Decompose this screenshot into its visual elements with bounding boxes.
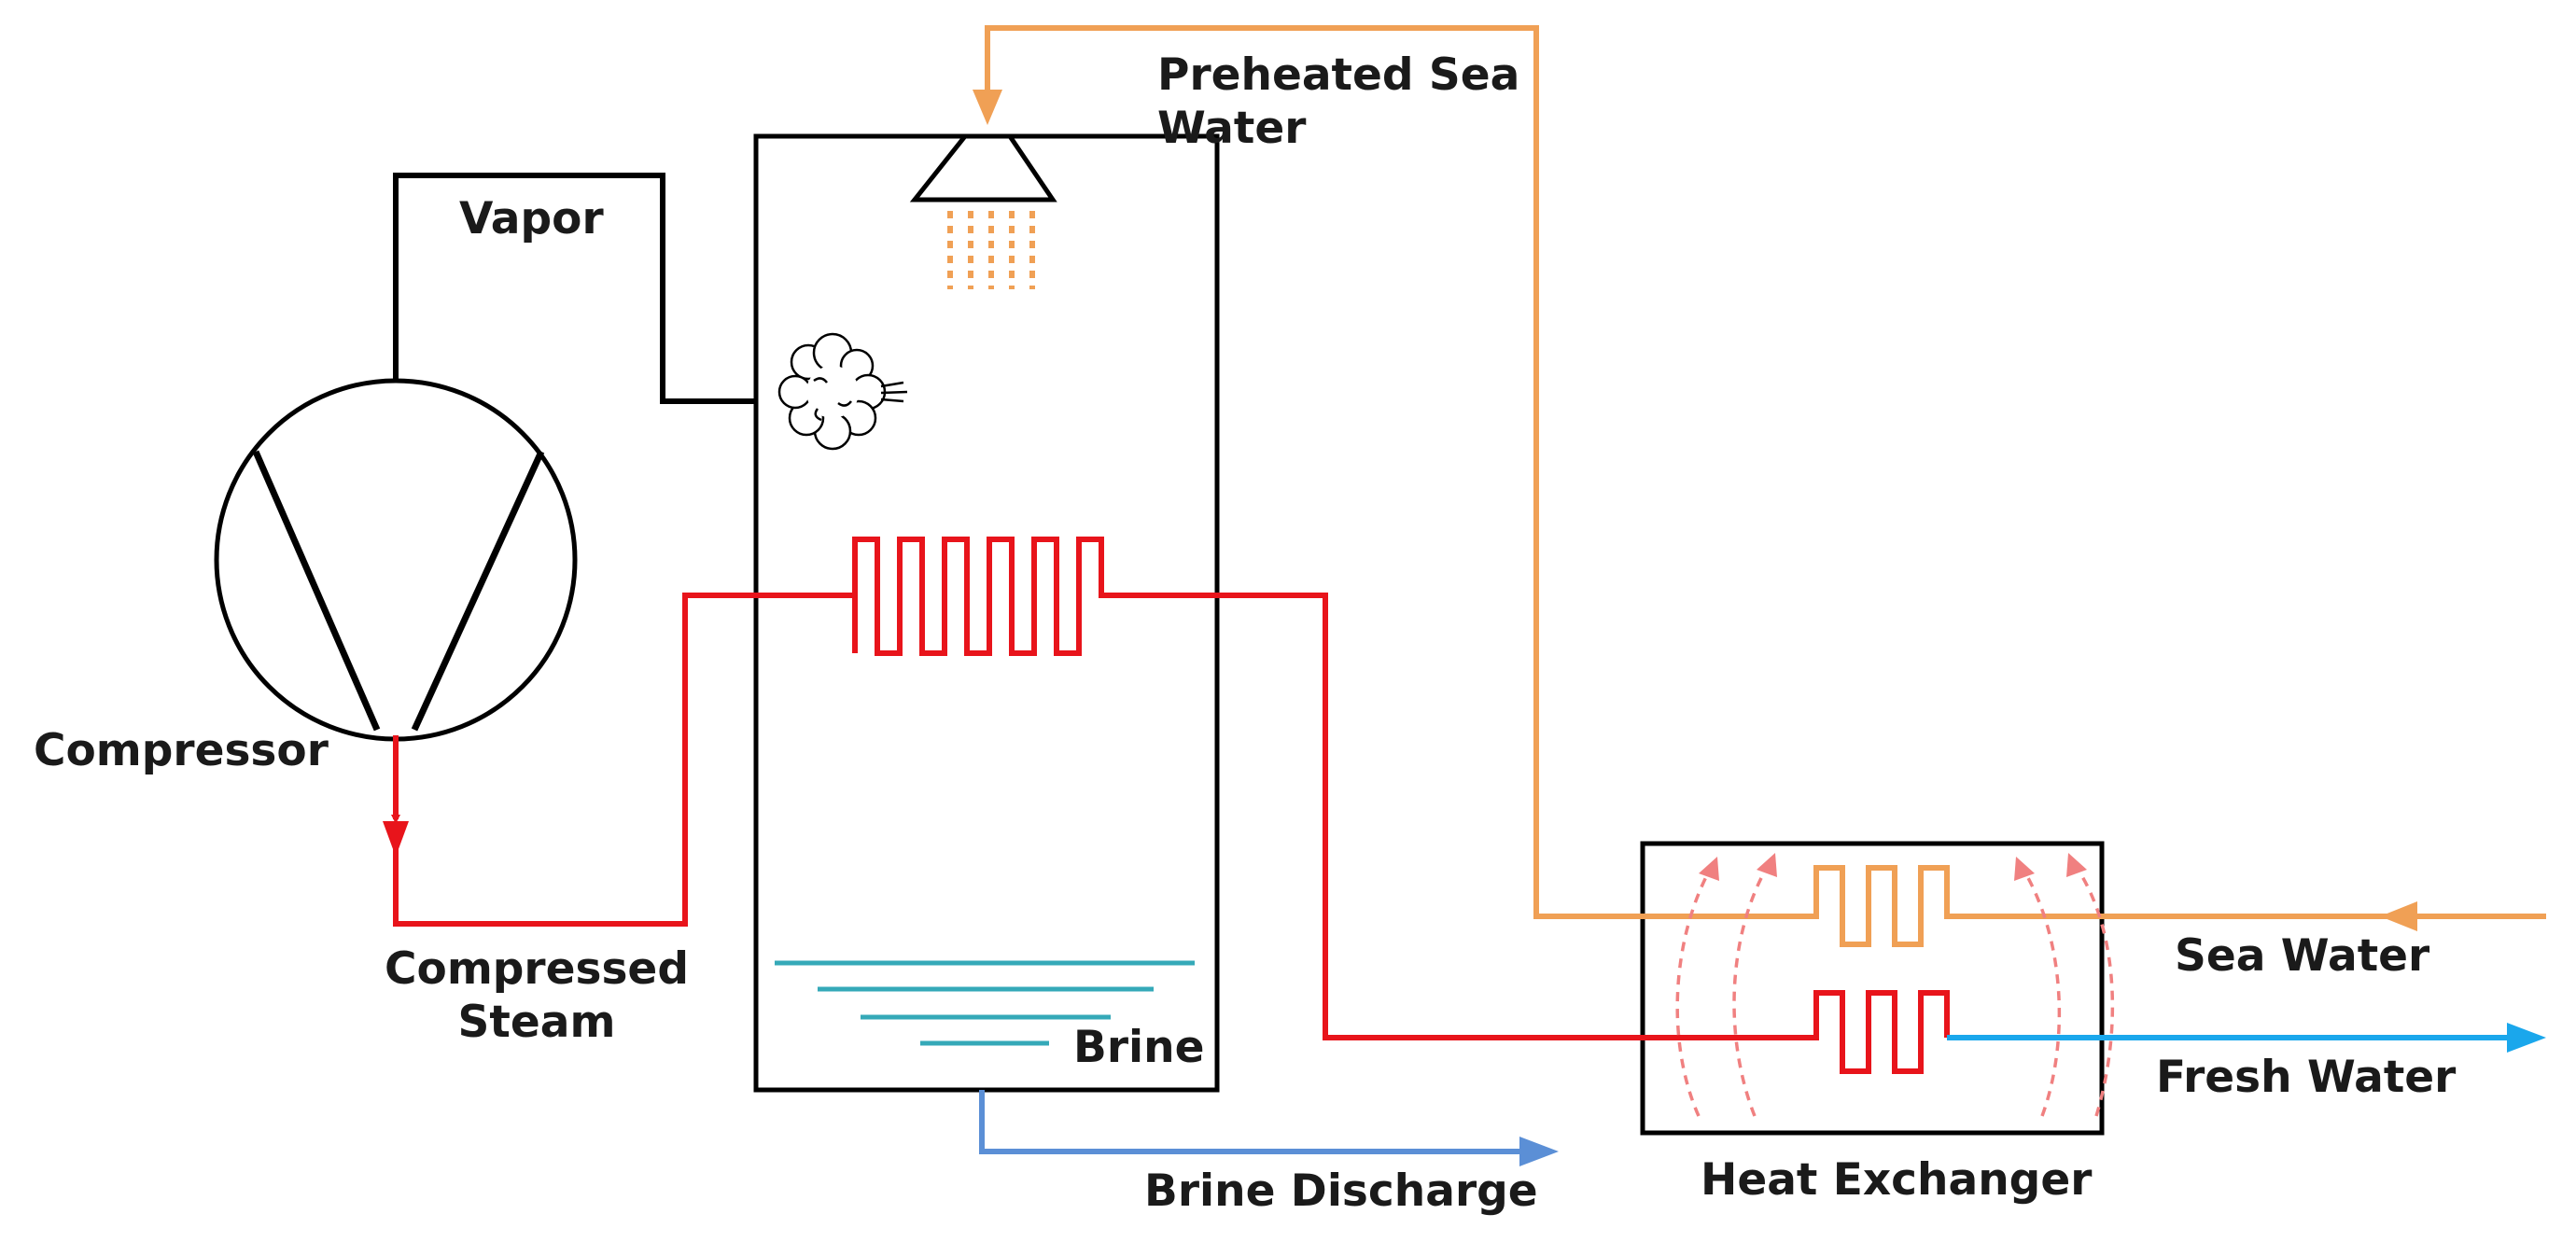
label-brine: Brine [1073,1022,1205,1073]
heat-exchanger-box [1640,841,2105,1136]
compressed-steam-line [391,537,1950,1074]
heat-flow-arrowheads [1699,853,2087,881]
preheated-water-arrow [973,90,1002,125]
label-brine-discharge: Brine Discharge [1144,1165,1538,1217]
vapor-cloud-icon [777,332,908,451]
fresh-water-arrow [2507,1023,2546,1053]
brine-discharge-line [979,1090,1531,1154]
label-compressor: Compressor [34,725,329,776]
brine-discharge-arrow [1519,1137,1559,1166]
vapor-line [393,173,756,404]
brine-surface [775,960,1195,1046]
steam-arrow [383,821,409,857]
spray-nozzle-icon [909,133,1057,289]
sea-water-line [985,25,2546,947]
label-fresh-water: Fresh Water [2156,1052,2457,1103]
label-preheated-sea-water: Preheated Sea Water [1157,49,1520,155]
label-sea-water: Sea Water [2175,930,2430,982]
label-heat-exchanger: Heat Exchanger [1701,1154,2093,1206]
compressor-symbol-icon [214,378,578,742]
heat-flow-arrows [1675,865,2115,1117]
label-compressed-steam: Compressed Steam [385,943,689,1049]
label-vapor: Vapor [459,193,604,244]
sea-water-arrow [2380,901,2417,931]
